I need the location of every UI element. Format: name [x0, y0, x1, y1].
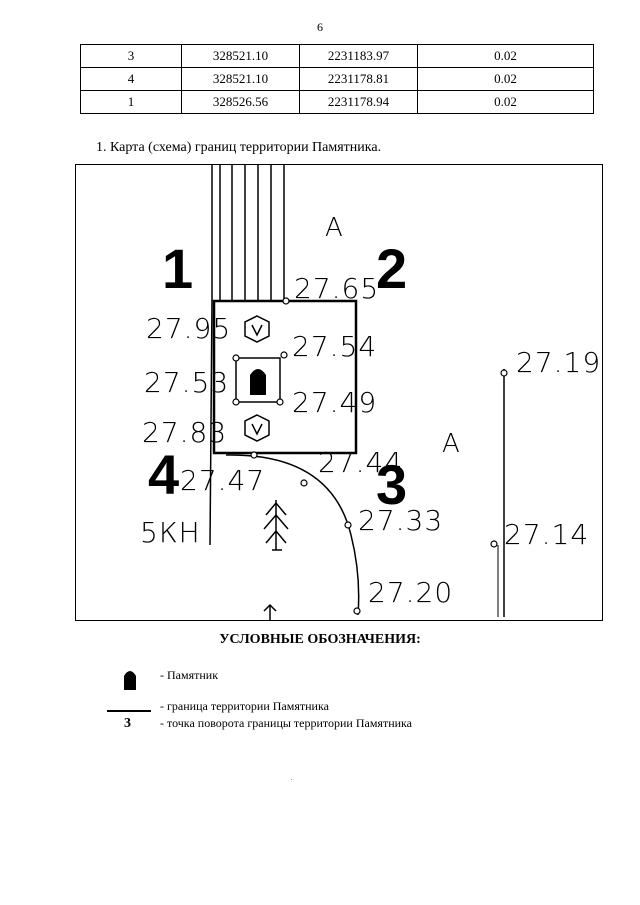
table-cell: 2231178.81 — [299, 67, 418, 91]
elevation-label: 27.54 — [292, 330, 378, 363]
elevation-label: 27.83 — [142, 416, 228, 449]
code-label: 5КН — [140, 516, 201, 549]
elevation-label: 27.65 — [294, 272, 380, 305]
table-cell: 328526.56 — [181, 90, 300, 114]
elevation-label: 27.53 — [144, 366, 230, 399]
legend-title: УСЛОВНЫЕ ОБОЗНАЧЕНИЯ: — [219, 632, 421, 647]
monument-box — [235, 357, 281, 403]
coordinates-table: 3 328521.10 2231183.97 0.02 4 328521.10 … — [80, 44, 594, 114]
table-cell: 0.02 — [417, 44, 594, 68]
point-markers — [232, 297, 508, 615]
point-label-1: 1 — [162, 237, 194, 300]
legend-point-number: 3 — [124, 716, 131, 731]
elevation-label: 27.19 — [516, 346, 602, 379]
elevation-label: 27.95 — [146, 312, 232, 345]
table-cell: 328521.10 — [181, 67, 300, 91]
road-lines — [211, 165, 285, 301]
map-drawing — [209, 165, 508, 621]
map-letter-top: А — [325, 213, 344, 243]
table-row: 1 328526.56 2231178.94 0.02 — [80, 90, 594, 114]
point-label-4: 4 — [148, 443, 180, 506]
arrow-symbol — [263, 603, 277, 621]
boundary-map: А А 1 2 3 4 27.65 27.95 27.54 27.53 27.4… — [75, 164, 603, 621]
hex-symbol-2 — [244, 414, 270, 442]
curved-path — [225, 454, 360, 616]
boundary-legend-line — [107, 710, 151, 712]
page-number: 6 — [317, 20, 323, 34]
left-line — [209, 300, 213, 546]
table-cell: 1 — [80, 90, 182, 114]
elevation-label: 27.20 — [368, 576, 454, 609]
table-row: 4 328521.10 2231178.81 0.02 — [80, 67, 594, 91]
table-cell: 0.02 — [417, 90, 594, 114]
monument-icon — [250, 369, 266, 395]
hex-symbol-1 — [244, 315, 270, 343]
point-label-2: 2 — [376, 237, 408, 300]
map-letter-right: А — [442, 429, 461, 459]
legend-boundary: - граница территории Памятника — [160, 699, 329, 713]
table-cell: 4 — [80, 67, 182, 91]
legend-monument: - Памятник — [160, 668, 219, 682]
elevation-label: 27.14 — [504, 518, 590, 551]
table-row: 3 328521.10 2231183.97 0.02 — [80, 44, 594, 68]
elevation-label: 27.44 — [318, 446, 404, 479]
elevation-label: 27.47 — [180, 464, 266, 497]
map-caption: 1. Карта (схема) границ территории Памят… — [96, 140, 382, 155]
table-cell: 0.02 — [417, 67, 594, 91]
table-cell: 328521.10 — [181, 44, 300, 68]
elevation-label: 27.33 — [358, 504, 444, 537]
elevation-label: 27.49 — [292, 386, 378, 419]
tree-symbol — [263, 500, 289, 551]
scan-dot — [291, 779, 292, 780]
point-label-3: 3 — [376, 453, 408, 516]
table-cell: 2231183.97 — [299, 44, 418, 68]
table-cell: 3 — [80, 44, 182, 68]
monument-legend-icon — [124, 671, 136, 690]
legend-turn-point: - точка поворота границы территории Памя… — [160, 716, 413, 730]
table-cell: 2231178.94 — [299, 90, 418, 114]
